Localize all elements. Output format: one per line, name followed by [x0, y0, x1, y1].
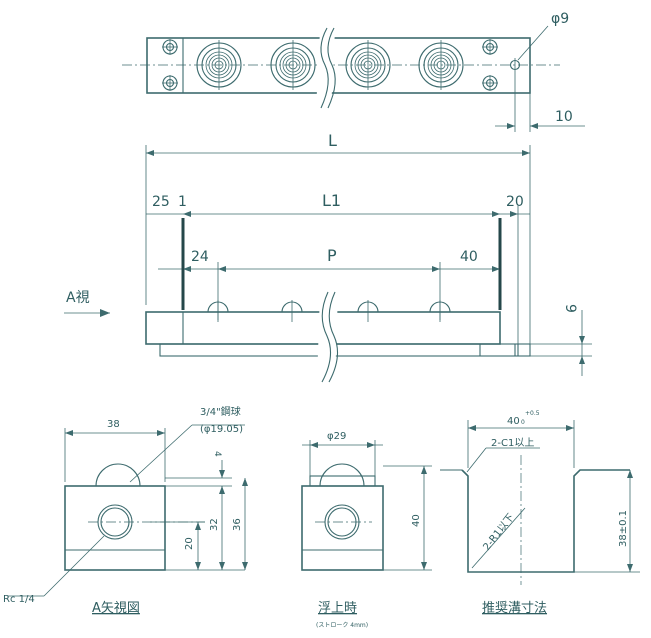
port-label: Rc 1/4 [3, 594, 35, 605]
dim-20-label: 20 [506, 194, 524, 210]
dim-25-label: 25 [152, 194, 170, 210]
ball-outline [95, 463, 141, 487]
port-leader [43, 535, 105, 597]
dim-L1-label: L1 [322, 191, 341, 210]
radius-leader [471, 507, 526, 569]
ball-leader [129, 424, 193, 483]
dim-4-label: 4 [212, 451, 222, 457]
dim-40-label: 40 [507, 416, 520, 427]
dim-9-label: 9 [562, 304, 578, 313]
groove-view-title: 推奨溝寸法 [482, 601, 547, 616]
ball-outline [319, 463, 365, 487]
float-view-title: 浮上時 [318, 601, 357, 616]
break-mark [316, 27, 336, 110]
a-view: 38 3/4"鋼球 (φ19.05) 4 20 32 36 Rc 1/ [3, 405, 248, 616]
dim-10-label: 10 [555, 109, 573, 125]
float-view: φ29 40 浮上時 (ストローク 4mm) [301, 431, 432, 629]
dim-36-label: 36 [232, 518, 243, 531]
dim-arrow [507, 123, 515, 129]
dim-P-label: P [327, 246, 337, 265]
base-plate [159, 343, 531, 357]
radius-label: 2-R1以下 [481, 512, 516, 553]
ball-unit [418, 40, 464, 90]
bolt-hole [482, 75, 498, 91]
block-outline [64, 485, 166, 571]
bolt-hole [162, 75, 178, 91]
phi9-label: φ9 [551, 11, 569, 27]
dim-38-label: 38 [107, 419, 120, 430]
dim-40-label: 40 [411, 514, 422, 527]
dim-38-tol-label: 38±0.1 [618, 510, 629, 547]
break-mark [317, 291, 339, 383]
bolt-hole [162, 39, 178, 55]
dim-1-label: 1 [178, 194, 187, 210]
front-view: L 25 1 L1 20 24 P 40 [64, 131, 592, 383]
view-a-label: A視 [66, 290, 90, 306]
top-plate-outline [146, 37, 531, 94]
groove-profile [461, 469, 630, 573]
tol-upper-label: +0.5 [525, 410, 540, 417]
dim-L-label: L [328, 131, 337, 150]
chamfer-label: 2-C1以上 [491, 437, 534, 449]
dim-24-label: 24 [191, 249, 209, 265]
ball-unit [196, 40, 242, 90]
dim-20-label: 20 [184, 537, 195, 550]
tol-lower-label: 0 [521, 419, 525, 426]
dim-40-label: 40 [460, 249, 478, 265]
leader-line [517, 25, 549, 61]
dim-32-label: 32 [209, 518, 220, 531]
bolt-hole [482, 39, 498, 55]
dim-phi29-label: φ29 [327, 431, 346, 442]
ball-unit [270, 40, 316, 90]
ball-spec-label: 3/4"鋼球 [200, 405, 241, 418]
ball-unit [345, 40, 391, 90]
dim-arrow [530, 123, 538, 129]
ball-dia-label: (φ19.05) [200, 424, 243, 435]
block-outline [301, 485, 384, 571]
a-view-title: A矢視図 [92, 601, 140, 616]
groove-view: 40 +0.5 0 2-C1以上 2-R1以下 38±0.1 推奨溝寸法 [440, 410, 640, 616]
chamfer-leader [466, 447, 487, 473]
top-view: φ9 10 [122, 11, 585, 132]
stroke-note: (ストローク 4mm) [316, 622, 368, 629]
